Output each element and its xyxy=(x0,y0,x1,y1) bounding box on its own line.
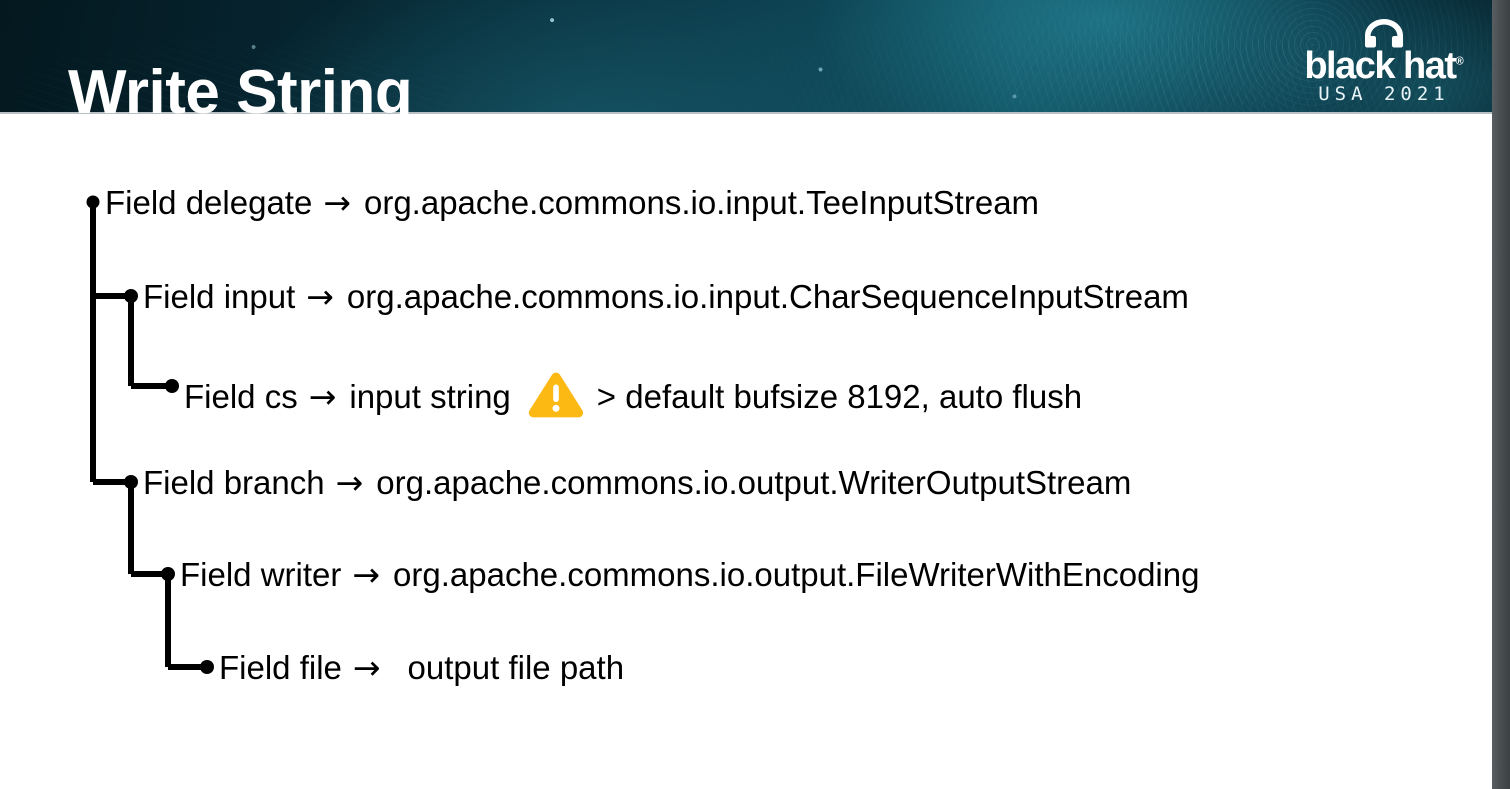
warning-triangle-icon xyxy=(527,371,585,424)
tree-node-value: org.apache.commons.io.output.WriterOutpu… xyxy=(376,464,1132,501)
window-right-edge[interactable] xyxy=(1492,0,1510,789)
tree-node-branch: Field branch → org.apache.commons.io.out… xyxy=(143,466,1131,499)
slide-body: Field delegate → org.apache.commons.io.i… xyxy=(0,114,1492,789)
tree-node-file: Field file → output file path xyxy=(219,651,624,684)
tree-node-value: output file path xyxy=(407,649,625,686)
arrow-right-icon: → xyxy=(352,648,381,687)
registered-trademark-icon: ® xyxy=(1455,55,1464,68)
tree-node-input: Field input → org.apache.commons.io.inpu… xyxy=(143,280,1189,313)
blackhat-headphones-icon xyxy=(1365,19,1403,48)
tree-node-cs: Field cs → input string > default bufsiz… xyxy=(184,370,1082,423)
tree-node-value: org.apache.commons.io.input.CharSequence… xyxy=(346,278,1189,315)
arrow-right-icon: → xyxy=(323,183,351,222)
blackhat-wordmark: black hat® xyxy=(1284,47,1484,85)
header-divider-rule xyxy=(0,112,1492,114)
blackhat-logo: black hat® USA 2021 xyxy=(1284,18,1484,105)
tree-node-label: Field input xyxy=(143,278,296,315)
tree-node-value: input string xyxy=(349,378,511,415)
arrow-right-icon: → xyxy=(308,377,337,416)
arrow-right-icon: → xyxy=(306,277,334,316)
arrow-right-icon: → xyxy=(335,463,364,502)
tree-node-label: Field delegate xyxy=(105,184,313,221)
tree-node-value: org.apache.commons.io.input.TeeInputStre… xyxy=(363,184,1040,221)
blackhat-wordmark-text: black hat xyxy=(1304,45,1457,87)
tree-node-label: Field cs xyxy=(184,378,298,415)
tree-node-writer: Field writer → org.apache.commons.io.out… xyxy=(180,558,1199,591)
tree-node-value: org.apache.commons.io.output.FileWriterW… xyxy=(393,556,1200,593)
tree-node-label: Field writer xyxy=(180,556,342,593)
page-title: Write String xyxy=(68,57,413,127)
tree-node-label: Field file xyxy=(219,649,342,686)
tree-node-note: > default bufsize 8192, auto flush xyxy=(596,378,1083,415)
tree-node-label: Field branch xyxy=(143,464,325,501)
tree-node-dots xyxy=(86,195,214,674)
arrow-right-icon: → xyxy=(352,555,381,594)
tree-node-delegate: Field delegate → org.apache.commons.io.i… xyxy=(105,186,1039,219)
